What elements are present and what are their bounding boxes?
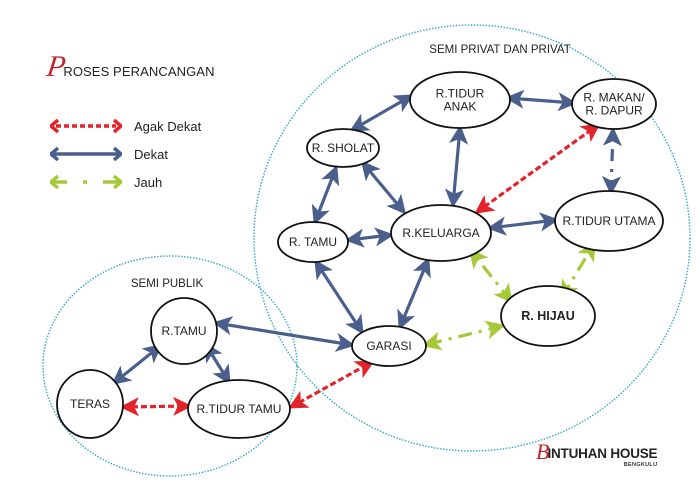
- legend: Agak Dekat Dekat Jauh: [50, 112, 201, 196]
- edge-tidur-utama-to-makan-dapur: [601, 126, 623, 196]
- diagram-title: P ROSES PERANCANGAN: [44, 50, 215, 83]
- edge-garasi-to-keluarga: [397, 257, 431, 330]
- node-keluarga: R.KELUARGA: [390, 204, 492, 262]
- edge-keluarga-to-tidur-anak: [444, 124, 469, 209]
- legend-label: Dekat: [134, 146, 168, 162]
- node-tidur-utama: R.TIDUR UTAMA: [554, 190, 664, 252]
- dashdot-green-arrow-icon: [50, 175, 122, 189]
- node-label: GARASI: [366, 339, 411, 353]
- edge-tidur-tamu-to-garasi: [288, 360, 375, 409]
- node-label: R.TAMU: [161, 324, 206, 338]
- node-label: R. MAKAN/: [583, 91, 645, 105]
- node-label: R.KELUARGA: [402, 226, 479, 240]
- node-label: R. SHOLAT: [312, 141, 375, 155]
- legend-item-dekat: Dekat: [50, 140, 201, 168]
- legend-label: Jauh: [134, 174, 163, 190]
- edge-sholat-to-tamu-privat: [311, 165, 340, 225]
- zone-label: SEMI PRIVAT DAN PRIVAT: [429, 44, 570, 56]
- edge-hijau-to-keluarga: [469, 248, 513, 304]
- node-hijau: R. HIJAU: [500, 285, 596, 347]
- legend-item-jauh: Jauh: [50, 168, 201, 196]
- edge-keluarga-to-makan-dapur: [474, 123, 601, 214]
- brand-logo: B INTUHAN HOUSE BENGKULU: [536, 439, 658, 469]
- edge-tamu-privat-to-garasi: [314, 259, 364, 335]
- title-text: ROSES PERANCANGAN: [63, 64, 215, 79]
- node-label: ANAK: [444, 100, 477, 114]
- node-label: R.TIDUR TAMU: [197, 402, 282, 416]
- edge-hijau-to-garasi: [421, 320, 506, 351]
- node-sholat: R. SHOLAT: [306, 128, 380, 168]
- node-teras: TERAS: [56, 369, 124, 439]
- edge-keluarga-to-tidur-utama: [486, 212, 560, 236]
- title-initial: P: [44, 50, 68, 83]
- edge-sholat-to-tidur-anak: [349, 94, 414, 132]
- edge-sholat-to-keluarga: [360, 160, 407, 215]
- brand-location: BENGKULU: [623, 462, 658, 468]
- node-garasi: GARASI: [351, 325, 427, 367]
- node-tamu-publik: R.TAMU: [150, 297, 218, 365]
- node-label: R.TIDUR: [436, 87, 485, 101]
- zone-label: SEMI PUBLIK: [131, 278, 204, 290]
- edge-tamu-privat-to-keluarga: [344, 227, 395, 248]
- edge-tamu-publik-to-garasi: [212, 316, 356, 352]
- zones-layer: SEMI PRIVAT DAN PRIVAT SEMI PUBLIK: [42, 24, 691, 477]
- node-label: R. HIJAU: [521, 309, 574, 323]
- dashed-red-arrow-icon: [50, 119, 122, 133]
- zone-semi-privat: SEMI PRIVAT DAN PRIVAT: [253, 24, 691, 452]
- node-label: R. TAMU: [289, 235, 337, 249]
- edge-tidur-anak-to-makan-dapur: [504, 89, 578, 112]
- edge-tamu-publik-to-teras: [111, 343, 163, 386]
- zone-semi-publik: SEMI PUBLIK: [42, 255, 298, 477]
- node-tidur-tamu: R.TIDUR TAMU: [187, 379, 291, 439]
- edge-teras-to-tidur-tamu: [119, 396, 193, 417]
- legend-label: Agak Dekat: [134, 118, 202, 134]
- node-label: R. DAPUR: [585, 104, 643, 118]
- brand-name: INTUHAN HOUSE: [547, 446, 658, 461]
- brand-initial: B: [536, 439, 550, 464]
- node-tamu-privat: R. TAMU: [277, 221, 349, 263]
- node-label: R.TIDUR UTAMA: [562, 214, 655, 228]
- node-label: TERAS: [70, 397, 110, 411]
- node-makan-dapur: R. MAKAN/R. DAPUR: [571, 78, 657, 130]
- legend-item-agak-dekat: Agak Dekat: [50, 112, 201, 140]
- solid-blue-arrow-icon: [50, 147, 122, 161]
